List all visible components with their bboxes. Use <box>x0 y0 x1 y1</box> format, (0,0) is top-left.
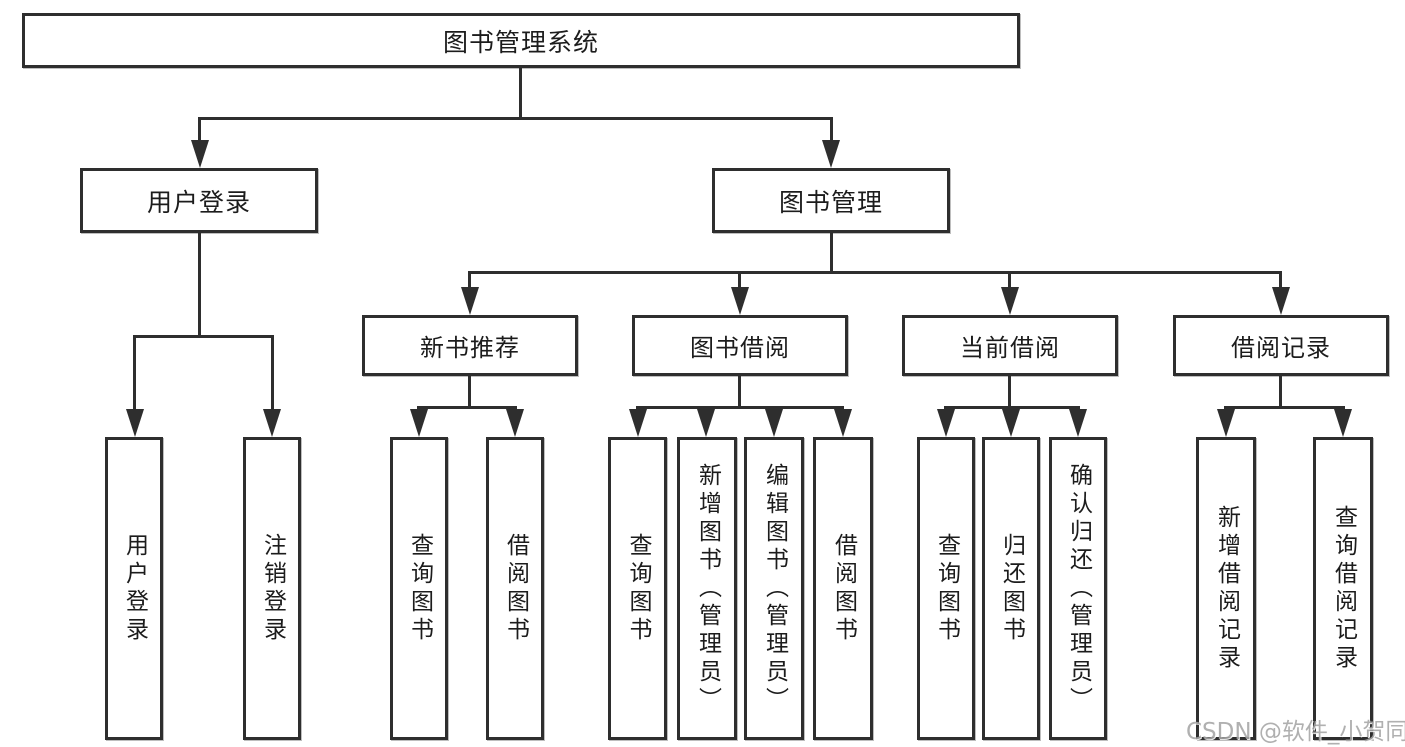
connector-line <box>417 406 517 409</box>
connector-line <box>830 117 833 143</box>
node-book-management: 图书管理 <box>712 168 950 233</box>
node-bb-edit-books-admin: 编辑图书（管理员） <box>744 437 804 740</box>
connector-line <box>519 68 522 117</box>
connector-line <box>198 117 201 143</box>
node-label: 图书借阅 <box>690 334 790 362</box>
node-label: 确认归还（管理员） <box>1065 462 1092 715</box>
node-nbr-query-books: 查询图书 <box>390 437 448 740</box>
connector-line <box>271 335 274 411</box>
arrow-down-icon <box>822 140 840 168</box>
node-label: 编辑图书（管理员） <box>761 462 788 715</box>
connector-line <box>1279 271 1282 289</box>
connector-line <box>198 117 832 120</box>
node-logout: 注销登录 <box>243 437 301 740</box>
connector-line <box>738 376 741 406</box>
connector-line <box>468 376 471 406</box>
node-label: 借阅图书 <box>502 532 529 645</box>
node-user-login: 用户登录 <box>80 168 318 233</box>
node-bb-query-books: 查询图书 <box>608 437 667 740</box>
node-label: 新增图书（管理员） <box>694 462 721 715</box>
node-new-book-recommend: 新书推荐 <box>362 315 578 376</box>
node-label: 新增借阅记录 <box>1213 504 1240 673</box>
connector-line <box>830 233 833 271</box>
node-label: 借阅图书 <box>830 532 857 645</box>
arrow-down-icon <box>765 409 783 437</box>
node-label: 查询图书 <box>406 532 433 645</box>
connector-line <box>468 271 1282 274</box>
node-label: 当前借阅 <box>960 334 1060 362</box>
node-borrowing-records: 借阅记录 <box>1173 315 1389 376</box>
arrow-down-icon <box>1272 287 1290 315</box>
arrow-down-icon <box>1217 409 1235 437</box>
watermark-text: CSDN @软件_小贺同学 <box>1186 719 1405 745</box>
arrow-down-icon <box>834 409 852 437</box>
arrow-down-icon <box>1001 287 1019 315</box>
arrow-down-icon <box>1002 409 1020 437</box>
node-label: 归还图书 <box>998 532 1025 645</box>
node-label: 借阅记录 <box>1231 334 1331 362</box>
node-label: 用户登录 <box>146 187 251 217</box>
node-cb-return-books: 归还图书 <box>982 437 1040 740</box>
node-label: 图书管理系统 <box>442 27 599 57</box>
node-label: 查询图书 <box>625 532 651 645</box>
node-label: 图书管理 <box>778 187 883 217</box>
node-label: 新书推荐 <box>420 334 520 362</box>
arrow-down-icon <box>1334 409 1352 437</box>
node-book-borrowing: 图书借阅 <box>632 315 848 376</box>
connector-line <box>468 271 471 289</box>
node-bb-add-books-admin: 新增图书（管理员） <box>677 437 737 740</box>
arrow-down-icon <box>629 409 647 437</box>
connector-line <box>738 271 741 289</box>
arrow-down-icon <box>731 287 749 315</box>
node-cb-query-books: 查询图书 <box>917 437 975 740</box>
node-nbr-borrow-books: 借阅图书 <box>486 437 544 740</box>
connector-line <box>1008 376 1011 406</box>
connector-line <box>133 335 136 411</box>
arrow-down-icon <box>126 409 144 437</box>
node-br-query-record: 查询借阅记录 <box>1313 437 1373 740</box>
connector-line <box>1008 271 1011 289</box>
node-label: 查询借阅记录 <box>1330 504 1357 673</box>
arrow-down-icon <box>697 409 715 437</box>
node-br-add-record: 新增借阅记录 <box>1196 437 1256 740</box>
node-label: 用户登录 <box>121 532 148 645</box>
node-label: 注销登录 <box>259 532 286 645</box>
connector-line <box>133 335 274 338</box>
node-cb-confirm-return-admin: 确认归还（管理员） <box>1049 437 1107 740</box>
node-library-system: 图书管理系统 <box>22 13 1020 68</box>
connector-line <box>636 406 844 409</box>
node-label: 查询图书 <box>933 532 960 645</box>
node-bb-borrow-books: 借阅图书 <box>813 437 873 740</box>
arrow-down-icon <box>1069 409 1087 437</box>
arrow-down-icon <box>461 287 479 315</box>
arrow-down-icon <box>263 409 281 437</box>
connector-line <box>1224 406 1345 409</box>
connector-line <box>198 233 201 335</box>
arrow-down-icon <box>937 409 955 437</box>
node-login: 用户登录 <box>105 437 163 740</box>
arrow-down-icon <box>191 140 209 168</box>
arrow-down-icon <box>410 409 428 437</box>
arrow-down-icon <box>506 409 524 437</box>
connector-line <box>1279 376 1282 406</box>
node-current-borrowing: 当前借阅 <box>902 315 1118 376</box>
